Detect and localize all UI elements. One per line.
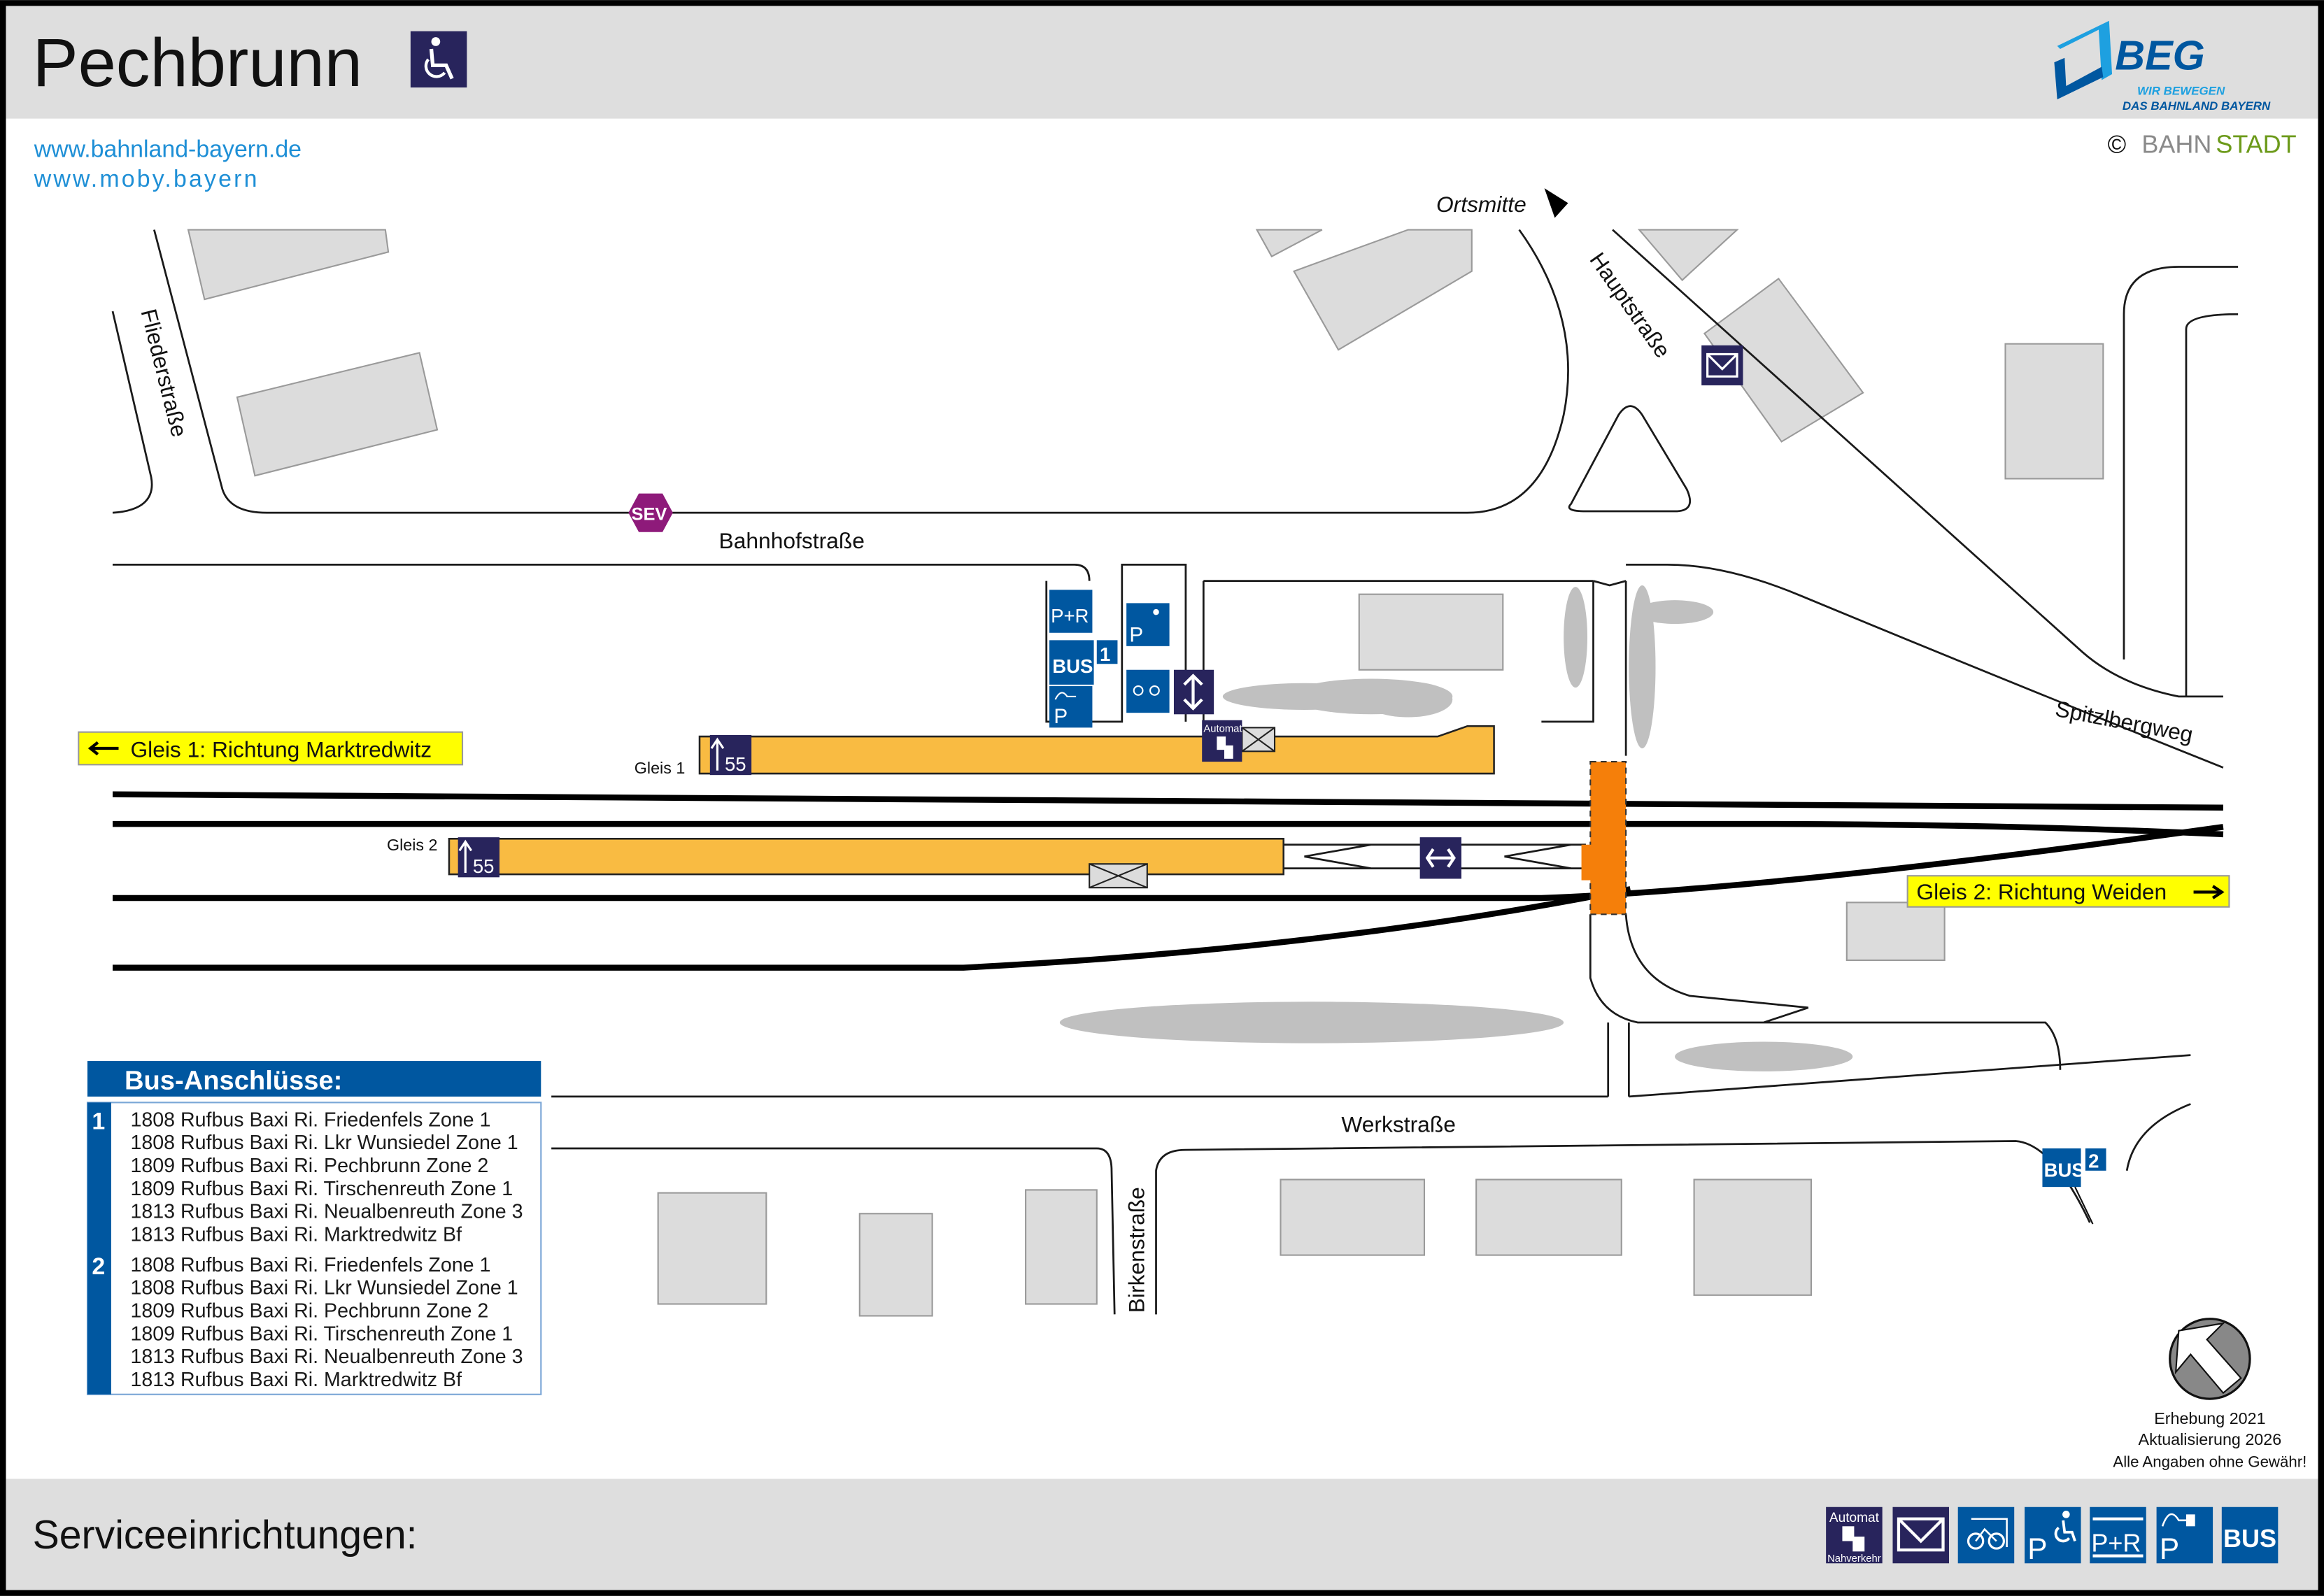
ortsmitte-label: Ortsmitte xyxy=(1436,192,1526,217)
services-title: Serviceeinrichtungen: xyxy=(33,1513,418,1558)
svg-text:P+R: P+R xyxy=(1051,605,1089,627)
station-title: Pechbrunn xyxy=(33,24,362,101)
bus-line: 1808 Rufbus Baxi Ri. Lkr Wunsiedel Zone … xyxy=(130,1132,518,1154)
bus-stop-2-icon: BUS 2 xyxy=(2042,1148,2106,1225)
bus-line: 1813 Rufbus Baxi Ri. Marktredwitz Bf xyxy=(130,1369,462,1391)
park-and-ride-icon: P+R xyxy=(1049,590,1093,633)
post-office-icon xyxy=(1701,345,1743,385)
bus-line: 1809 Rufbus Baxi Ri. Tirschenreuth Zone … xyxy=(130,1323,513,1345)
svg-text:STADT: STADT xyxy=(2216,129,2296,158)
footer-bus-icon: BUS xyxy=(2221,1506,2279,1564)
ticket-machine-icon: Automat xyxy=(1202,720,1242,762)
platform-gleis-2 xyxy=(448,837,1284,876)
bus-line: 1808 Rufbus Baxi Ri. Friedenfels Zone 1 xyxy=(130,1109,490,1131)
svg-text:P: P xyxy=(2160,1532,2179,1565)
svg-text:SEV: SEV xyxy=(632,505,667,525)
gleis-2-label: Gleis 2 xyxy=(387,836,438,854)
gleis-1-label: Gleis 1 xyxy=(635,759,686,777)
svg-text:Gleis 2: Richtung Weiden: Gleis 2: Richtung Weiden xyxy=(1916,879,2167,904)
svg-text:P: P xyxy=(1129,623,1143,646)
svg-text:P+R: P+R xyxy=(2091,1528,2141,1557)
street-label-werkstrasse: Werkstraße xyxy=(1341,1112,1456,1137)
header-band xyxy=(6,6,2318,119)
bus-connections-table: Bus-Anschlüsse: 1 2 1808 Rufbus Baxi Ri.… xyxy=(86,1061,542,1395)
stairs-up-down-icon xyxy=(1173,669,1214,715)
vegetation xyxy=(1059,585,1853,1071)
platform-height-icon: 55 xyxy=(458,837,499,878)
footer-post-icon xyxy=(1892,1506,1949,1564)
svg-text:2: 2 xyxy=(92,1253,105,1280)
svg-text:Nahverkehr: Nahverkehr xyxy=(1827,1553,1881,1565)
north-arrow-icon xyxy=(2169,1318,2251,1400)
sev-replacement-bus-stop: SEV xyxy=(628,493,673,532)
buildings xyxy=(187,229,2104,1317)
ortsmitte-arrow-icon xyxy=(1544,188,1568,218)
bahnstadt-copyright: © BAHN STADT xyxy=(2108,129,2297,158)
platform-gleis-1 xyxy=(698,725,1495,775)
footer-ticket-machine-icon: Automat Nahverkehr xyxy=(1826,1506,1883,1565)
gleis-1-direction-sign: Gleis 1: Richtung Marktredwitz xyxy=(78,731,464,766)
svg-text:P: P xyxy=(2027,1532,2047,1565)
svg-text:Gleis 1: Richtung Marktredwitz: Gleis 1: Richtung Marktredwitz xyxy=(130,737,432,762)
svg-text:Automat: Automat xyxy=(1829,1511,1880,1525)
svg-text:BAHN: BAHN xyxy=(2141,129,2211,158)
accessible-parking-icon: P xyxy=(1126,603,1170,646)
footer-accessible-parking-icon: P xyxy=(2025,1506,2081,1565)
svg-text:P: P xyxy=(1054,705,1068,728)
bus-line: 1808 Rufbus Baxi Ri. Lkr Wunsiedel Zone … xyxy=(130,1277,518,1299)
bus-line: 1813 Rufbus Baxi Ri. Marktredwitz Bf xyxy=(130,1223,462,1246)
bus-line: 1809 Rufbus Baxi Ri. Pechbrunn Zone 2 xyxy=(130,1155,488,1177)
svg-text:55: 55 xyxy=(473,855,495,877)
svg-text:©: © xyxy=(2108,129,2127,158)
footer-bicycle-icon xyxy=(1957,1506,2015,1564)
svg-text:BEG: BEG xyxy=(2115,32,2205,79)
svg-text:DAS BAHNLAND BAYERN: DAS BAHNLAND BAYERN xyxy=(2123,99,2271,113)
svg-text:Automat: Automat xyxy=(1203,724,1242,735)
update-year: Aktualisierung 2026 xyxy=(2139,1430,2282,1448)
bus-line: 1808 Rufbus Baxi Ri. Friedenfels Zone 1 xyxy=(130,1254,490,1276)
wheelchair-accessible-icon xyxy=(410,31,467,88)
bus-stop-1-icon: BUS 1 xyxy=(1049,640,1118,685)
street-label-bahnhofstrasse: Bahnhofstraße xyxy=(719,528,865,553)
bus-connections-title: Bus-Anschlüsse: xyxy=(125,1065,342,1095)
bus-line: 1809 Rufbus Baxi Ri. Tirschenreuth Zone … xyxy=(130,1178,513,1200)
bus-line: 1813 Rufbus Baxi Ri. Neualbenreuth Zone … xyxy=(130,1346,523,1368)
disclaimer: Alle Angaben ohne Gewähr! xyxy=(2113,1453,2307,1471)
svg-text:55: 55 xyxy=(725,753,746,775)
street-label-birkenstrasse: Birkenstraße xyxy=(1124,1187,1149,1313)
link-bahnland-bayern[interactable]: www.bahnland-bayern.de xyxy=(34,136,302,163)
svg-text:1: 1 xyxy=(92,1109,105,1135)
link-moby-bayern[interactable]: www.moby.bayern xyxy=(34,166,260,192)
svg-text:BUS: BUS xyxy=(2223,1524,2276,1553)
bus-line: 1809 Rufbus Baxi Ri. Pechbrunn Zone 2 xyxy=(130,1300,488,1323)
gleis-2-direction-sign: Gleis 2: Richtung Weiden xyxy=(1906,875,2230,908)
svg-text:BUS: BUS xyxy=(2044,1159,2085,1181)
platform-height-icon: 55 xyxy=(709,734,752,776)
roads xyxy=(111,229,2239,1315)
svg-text:WIR BEWEGEN: WIR BEWEGEN xyxy=(2137,85,2225,98)
bicycle-parking-icon xyxy=(1126,669,1170,713)
level-crossing xyxy=(1589,761,1627,915)
beg-logo: BEG WIR BEWEGEN DAS BAHNLAND BAYERN xyxy=(2054,20,2271,113)
svg-text:1: 1 xyxy=(1100,643,1110,665)
survey-year: Erhebung 2021 xyxy=(2154,1409,2265,1427)
ev-charging-parking-icon: P xyxy=(1049,686,1093,728)
svg-text:2: 2 xyxy=(2088,1150,2099,1172)
level-access-icon xyxy=(1419,837,1461,879)
footer-ev-charging-icon: P xyxy=(2156,1506,2213,1565)
footer-park-and-ride-icon: P+R xyxy=(2090,1506,2146,1564)
svg-text:BUS: BUS xyxy=(1052,655,1093,677)
bus-line: 1813 Rufbus Baxi Ri. Neualbenreuth Zone … xyxy=(130,1201,523,1223)
